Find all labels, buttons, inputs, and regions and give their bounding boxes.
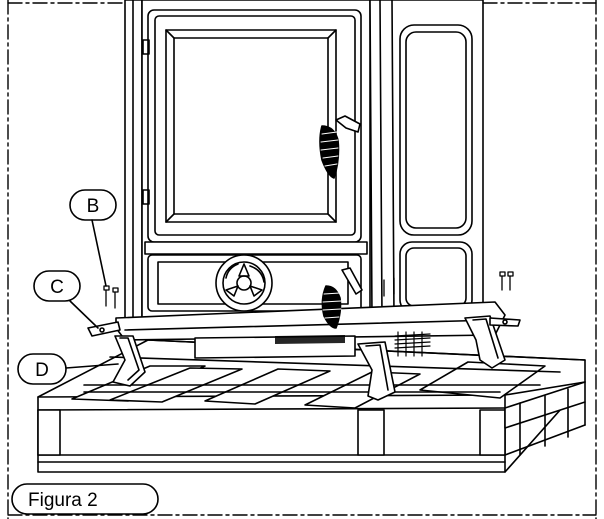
- figure-label: Figura 2: [11, 483, 159, 515]
- stove-legs: [112, 315, 506, 401]
- callout-b-label: B: [87, 196, 100, 217]
- door-handle: [319, 115, 361, 179]
- callout-c-label: C: [50, 277, 64, 298]
- stove-body: [115, 0, 506, 359]
- air-control-wheel: [215, 254, 273, 312]
- figure-label-text: Figura 2: [28, 490, 98, 511]
- callout-b: B: [69, 189, 117, 287]
- callout-d: D: [17, 353, 119, 385]
- wire-bundle: [394, 331, 431, 357]
- callout-d-label: D: [35, 360, 49, 381]
- wooden-pallet: [37, 339, 586, 473]
- brackets: [87, 317, 521, 337]
- callout-c: C: [33, 270, 99, 329]
- drawer-handle: [321, 267, 363, 329]
